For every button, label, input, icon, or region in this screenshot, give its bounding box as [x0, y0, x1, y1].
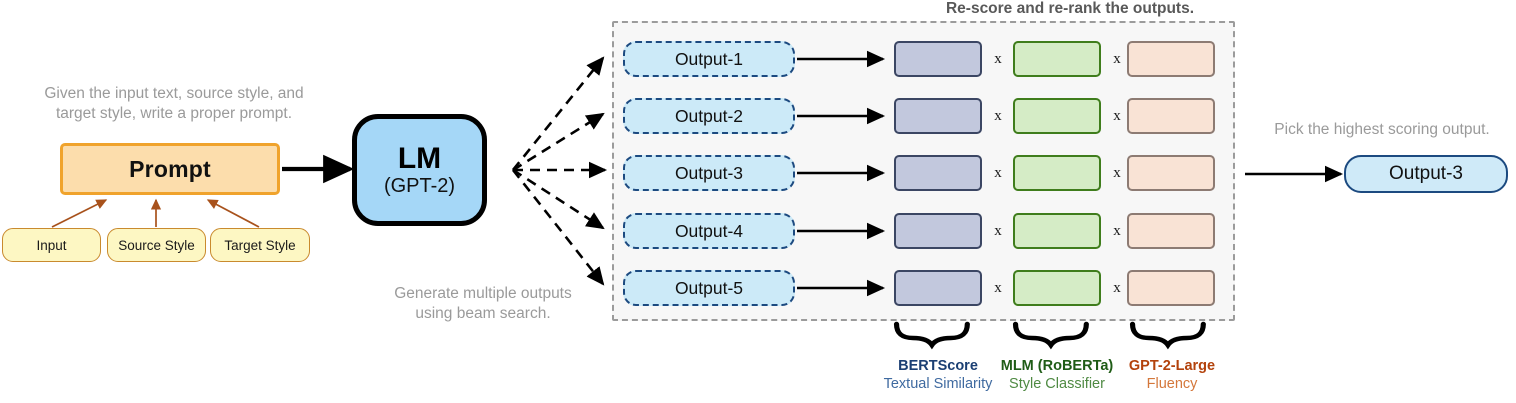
- score-cell-bertscore-2: [894, 98, 982, 134]
- output-chip-5[interactable]: Output-5: [623, 270, 795, 306]
- output-chip-2[interactable]: Output-2: [623, 98, 795, 134]
- legend-mlm-sub: Style Classifier: [1009, 376, 1105, 392]
- output-chip-1[interactable]: Output-1: [623, 41, 795, 77]
- lm-box[interactable]: LM (GPT-2): [352, 114, 487, 226]
- score-cell-gpt2large-2: [1127, 98, 1215, 134]
- score-cell-mlm-2: [1013, 98, 1101, 134]
- lm-title: LM: [397, 141, 442, 175]
- legend-bertscore-main: BERTScore: [898, 358, 978, 374]
- legend-gpt2large: GPT-2-Large Fluency: [1102, 357, 1242, 394]
- score-cell-gpt2large-3: [1127, 155, 1215, 191]
- legend-gpt2large-main: GPT-2-Large: [1128, 358, 1216, 374]
- output-chip-5-label: Output-5: [674, 277, 744, 298]
- prompt-caption: Given the input text, source style, and …: [44, 85, 304, 122]
- output-chip-3[interactable]: Output-3: [623, 155, 795, 191]
- legend-bertscore-sub: Textual Similarity: [883, 376, 993, 392]
- multiply-symbol-4-1: x: [994, 223, 1002, 239]
- score-cell-gpt2large-1: [1127, 41, 1215, 77]
- prompt-box[interactable]: Prompt: [60, 143, 280, 195]
- region-to-final-arrow: [1245, 165, 1344, 183]
- multiply-symbol-2-2: x: [1113, 108, 1121, 124]
- score-cell-mlm-1: [1013, 41, 1101, 77]
- prompt-to-lm-arrow: [282, 154, 355, 184]
- score-cell-mlm-5: [1013, 270, 1101, 306]
- chip-to-prompt-arrows: [51, 198, 260, 228]
- output-chip-4[interactable]: Output-4: [623, 213, 795, 249]
- multiply-symbol-1-2: x: [1113, 51, 1121, 67]
- multiply-symbol-3-2: x: [1113, 165, 1121, 181]
- output-to-score-arrows: [797, 50, 886, 297]
- multiply-symbol-2-1: x: [994, 108, 1002, 124]
- chip-target-style-label: Target Style: [224, 237, 296, 253]
- score-cell-gpt2large-4: [1127, 213, 1215, 249]
- score-cell-mlm-4: [1013, 213, 1101, 249]
- legend-bertscore: BERTScore Textual Similarity: [868, 357, 1008, 394]
- legend-braces: [893, 321, 1206, 350]
- output-chip-3-label: Output-3: [674, 162, 744, 183]
- multiply-symbol-4-2: x: [1113, 223, 1121, 239]
- output-chip-4-label: Output-4: [674, 220, 744, 241]
- lm-subtitle: (GPT-2): [383, 175, 456, 198]
- legend-gpt2large-sub: Fluency: [1146, 376, 1198, 392]
- multiply-symbol-5-1: x: [994, 280, 1002, 296]
- final-output-label: Output-3: [1389, 163, 1463, 184]
- legend-mlm: MLM (RoBERTa) Style Classifier: [987, 357, 1127, 394]
- score-cell-bertscore-4: [894, 213, 982, 249]
- chip-source-style-label: Source Style: [118, 237, 195, 253]
- final-output-box[interactable]: Output-3: [1344, 155, 1508, 193]
- output-chip-1-label: Output-1: [674, 48, 744, 69]
- score-cell-gpt2large-5: [1127, 270, 1215, 306]
- rescore-title: Re-score and re-rank the outputs.: [945, 0, 1195, 17]
- beam-search-caption: Generate multiple outputs using beam sea…: [394, 285, 572, 322]
- multiply-symbol-5-2: x: [1113, 280, 1121, 296]
- score-cell-bertscore-5: [894, 270, 982, 306]
- output-chip-2-label: Output-2: [674, 105, 744, 126]
- score-cell-mlm-3: [1013, 155, 1101, 191]
- score-cell-bertscore-3: [894, 155, 982, 191]
- score-cell-bertscore-1: [894, 41, 982, 77]
- chip-source-style[interactable]: Source Style: [107, 228, 206, 262]
- chip-target-style[interactable]: Target Style: [210, 228, 310, 262]
- chip-input-label: Input: [36, 237, 67, 253]
- prompt-box-label: Prompt: [129, 155, 211, 182]
- pick-output-caption: Pick the highest scoring output.: [1274, 121, 1490, 138]
- multiply-symbol-3-1: x: [994, 165, 1002, 181]
- legend-mlm-main: MLM (RoBERTa): [1000, 358, 1114, 374]
- lm-to-outputs-arrows: [511, 56, 608, 286]
- multiply-symbol-1-1: x: [994, 51, 1002, 67]
- chip-input[interactable]: Input: [2, 228, 101, 262]
